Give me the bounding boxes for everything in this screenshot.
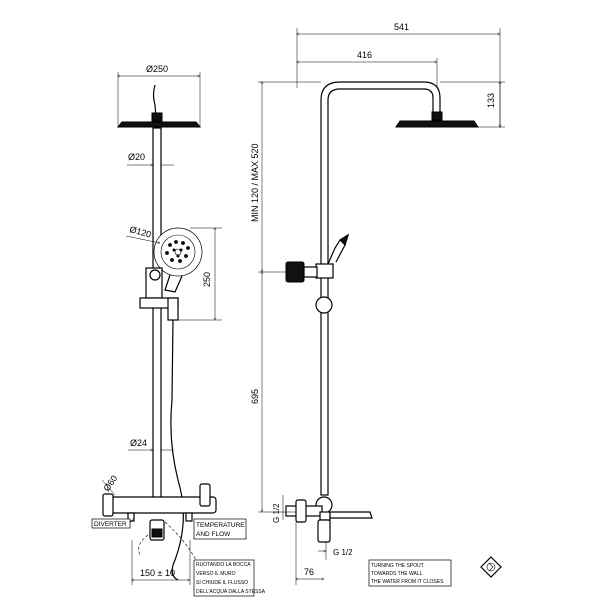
dim-mixer: Ø60 bbox=[101, 473, 119, 493]
diverter-label-box bbox=[91, 518, 131, 529]
shower-head-side bbox=[395, 120, 479, 128]
head-arm bbox=[152, 84, 157, 119]
slider-knob bbox=[149, 269, 161, 281]
note-it-3: SI CHIUDE IL FLUSSO bbox=[196, 580, 248, 586]
note-en-box bbox=[368, 559, 452, 587]
spout-side bbox=[329, 511, 373, 519]
dim-head-diameter: Ø250 bbox=[146, 64, 168, 74]
side-view: 541 416 133 MIN 120 / MAX 520 695 G 1/2 … bbox=[250, 22, 505, 587]
dim-mixer-spacing: 150 ± 10 bbox=[140, 568, 175, 578]
column-front bbox=[152, 127, 162, 499]
note-it-1: RUOTANDO LA BOCCA bbox=[196, 562, 251, 568]
side-holder bbox=[315, 263, 334, 279]
wall-bracket-arm bbox=[303, 266, 318, 278]
front-view: Ø250 Ø20 Ø120 250 Ø24 Ø60 DIVERTER TEMPE… bbox=[91, 64, 266, 597]
wall-bracket bbox=[285, 261, 305, 283]
note-it-2: VERSO IL MURO bbox=[196, 571, 236, 577]
rotation-arc bbox=[164, 521, 197, 561]
shower-arm-inner bbox=[327, 88, 434, 265]
mixer-base-side bbox=[317, 519, 331, 543]
note-it-box bbox=[193, 559, 255, 597]
note-it-4: DELL'ACQUA DALLA STESSA bbox=[196, 589, 266, 595]
hose-connector bbox=[167, 297, 179, 321]
head-connector bbox=[151, 112, 163, 122]
dim-spout-depth: 76 bbox=[304, 567, 314, 577]
dim-pipe-upper: Ø20 bbox=[128, 152, 145, 162]
label-diverter: DIVERTER bbox=[94, 521, 127, 528]
note-en-1: TURNING THE SPOUT bbox=[371, 563, 424, 569]
shower-head-front bbox=[116, 121, 202, 128]
hand-shower-handle bbox=[164, 274, 183, 293]
slider-knob-side bbox=[315, 296, 333, 314]
hand-shower-side-head bbox=[339, 233, 349, 246]
label-temperature-2: AND FLOW bbox=[196, 531, 231, 538]
dim-inlet-horizontal: G 1/2 bbox=[333, 548, 353, 557]
side-head-connector bbox=[431, 111, 443, 121]
spout-outlet bbox=[151, 528, 163, 538]
spout-joint bbox=[319, 511, 331, 521]
dim-hand-height: 250 bbox=[202, 272, 212, 287]
dim-height-range: MIN 120 / MAX 520 bbox=[250, 143, 260, 222]
note-en-2: TOWARDS THE WALL bbox=[371, 571, 423, 577]
mixer-leg-right bbox=[185, 512, 193, 522]
note-en-3: THE WATER FROM IT CLOSES bbox=[371, 579, 444, 585]
hand-shower-nozzles bbox=[160, 234, 196, 270]
temperature-knob bbox=[199, 483, 211, 507]
mixer-leg-left bbox=[127, 512, 135, 522]
dim-pipe-lower: Ø24 bbox=[130, 438, 147, 448]
temperature-label-box bbox=[193, 518, 247, 540]
diverter-knob bbox=[102, 493, 114, 517]
shower-arm-outer bbox=[320, 81, 441, 265]
inlet-fitting bbox=[295, 499, 307, 523]
rotation-arc-left bbox=[138, 534, 149, 556]
dim-head-drop: 133 bbox=[486, 93, 496, 108]
brand-seal-icon bbox=[480, 556, 502, 578]
label-temperature-1: TEMPERATURE bbox=[196, 522, 245, 529]
dim-arm-total: 541 bbox=[394, 22, 409, 32]
dim-arm-reach: 416 bbox=[357, 50, 372, 60]
dim-inlet-vertical: G 1/2 bbox=[272, 503, 281, 523]
dim-column-height: 695 bbox=[250, 389, 260, 404]
